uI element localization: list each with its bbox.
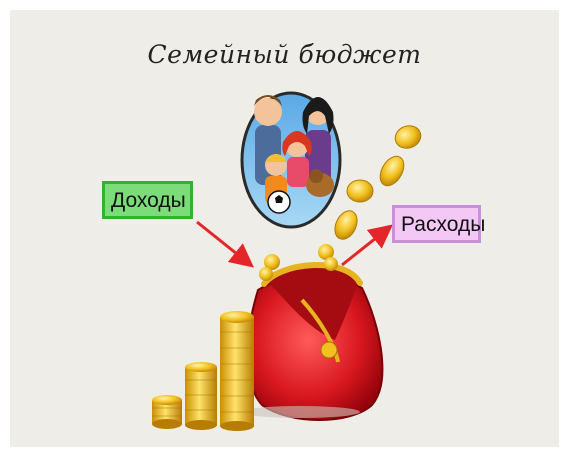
income-label: Доходы [102, 181, 193, 219]
family-portrait-icon [242, 93, 340, 227]
arrow-in-icon [197, 222, 247, 262]
coin-stacks-icon [152, 311, 254, 431]
wallet-icon [240, 244, 382, 420]
expenses-label: Расходы [392, 205, 481, 243]
